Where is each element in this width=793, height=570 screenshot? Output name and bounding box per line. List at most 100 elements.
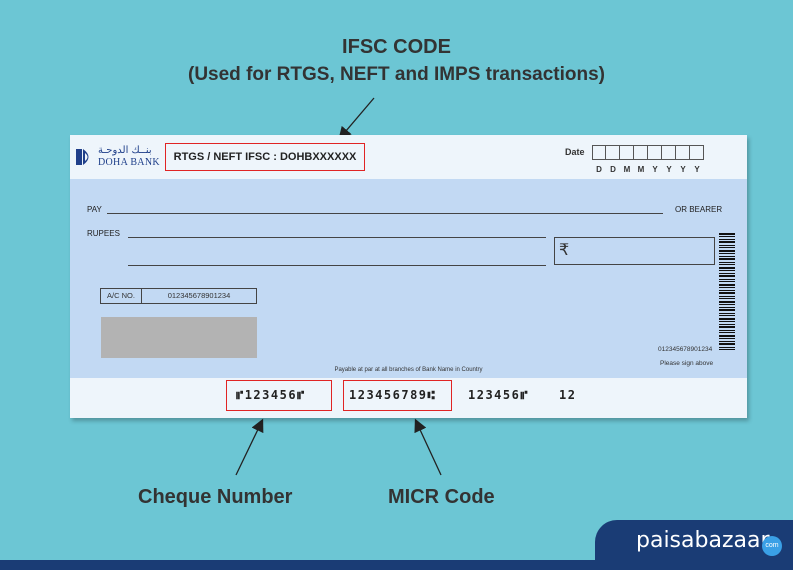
barcode-stripe — [719, 326, 735, 328]
date-box — [606, 145, 620, 160]
barcode-stripe — [719, 343, 735, 345]
barcode-stripe — [719, 341, 735, 342]
micr-cheque-number: ⑈123456⑈ — [236, 388, 306, 402]
cheque-number-label: Cheque Number — [138, 486, 293, 508]
pay-label: PAY — [87, 205, 102, 214]
amount-box: ₹ — [554, 237, 715, 265]
date-format-letter: Y — [666, 165, 672, 174]
date-format-letter: Y — [694, 165, 700, 174]
barcode-stripe — [719, 318, 735, 320]
barcode-stripe — [719, 307, 735, 308]
date-box — [662, 145, 676, 160]
barcode-stripe — [719, 241, 735, 243]
barcode-stripe — [719, 324, 735, 325]
barcode-stripe — [719, 281, 735, 282]
barcode-stripe — [719, 347, 735, 348]
barcode-number: 012345678901234 — [658, 346, 713, 353]
bank-logo-icon — [76, 149, 89, 165]
ifsc-arrow — [338, 97, 375, 140]
date-box — [676, 145, 690, 160]
brand-badge: com — [762, 536, 782, 556]
brand-logo: paisabazaar — [636, 528, 770, 553]
barcode-stripe — [719, 239, 735, 240]
barcode-stripe — [719, 284, 735, 286]
cheque-micr-band — [70, 378, 747, 418]
micr-code-arrow — [414, 418, 442, 476]
date-format-letter: D — [596, 165, 602, 174]
barcode-stripe — [719, 338, 735, 339]
barcode-stripe — [719, 264, 735, 265]
ifsc-title: IFSC CODE — [342, 36, 451, 58]
date-format-letter: Y — [680, 165, 686, 174]
brand-tab — [595, 520, 793, 570]
sign-instruction: Please sign above — [660, 360, 714, 367]
account-number: 012345678901234 — [167, 291, 231, 300]
date-label: Date — [565, 147, 585, 157]
bank-name-arabic: بنــك الدوحـة — [98, 145, 152, 156]
account-label: A/C NO. — [101, 289, 142, 303]
barcode-stripe — [719, 250, 735, 252]
date-box — [648, 145, 662, 160]
barcode-stripe — [719, 309, 735, 311]
micr-transaction-code: 12 — [559, 388, 577, 402]
micr-code-label: MICR Code — [388, 486, 495, 508]
barcode-stripe — [719, 330, 735, 331]
barcode-stripe — [719, 301, 735, 303]
date-format-letter: M — [637, 165, 645, 174]
micr-account-code: 123456⑈ — [468, 388, 530, 402]
barcode-stripe — [719, 292, 735, 294]
micr-code: 123456789⑆ — [349, 388, 437, 402]
barcode-stripe — [719, 256, 735, 257]
amount-words-line-1 — [128, 237, 546, 238]
barcode-stripe — [719, 290, 735, 291]
barcode-stripe — [719, 262, 735, 263]
ifsc-code-box: RTGS / NEFT IFSC : DOHBXXXXXX — [165, 143, 365, 171]
bank-name-english: DOHA BANK — [98, 157, 160, 168]
barcode-stripe — [719, 349, 735, 350]
barcode-stripe — [719, 270, 735, 271]
ifsc-subtitle: (Used for RTGS, NEFT and IMPS transactio… — [188, 64, 605, 85]
date-boxes — [592, 145, 704, 160]
barcode-stripe — [719, 335, 735, 337]
barcode-stripe — [719, 332, 735, 333]
micr-code-highlight — [343, 380, 452, 411]
date-format-letter: D — [610, 165, 616, 174]
barcode-stripe — [719, 245, 735, 246]
barcode-stripe — [719, 298, 735, 299]
date-box — [634, 145, 648, 160]
barcode-stripe — [719, 267, 735, 269]
date-format-letter: M — [623, 165, 631, 174]
barcode-stripe — [719, 279, 735, 280]
rupee-icon: ₹ — [559, 242, 570, 259]
signature-area — [101, 317, 257, 358]
rupees-label: RUPEES — [87, 229, 120, 238]
barcode-icon — [719, 233, 735, 350]
cheque: بنــك الدوحـة DOHA BANK RTGS / NEFT IFSC… — [70, 135, 747, 418]
barcode-stripe — [719, 296, 735, 297]
barcode-stripe — [719, 313, 735, 314]
barcode-stripe — [719, 304, 735, 305]
barcode-stripe — [719, 258, 735, 260]
date-box — [620, 145, 634, 160]
cheque-number-arrow — [235, 418, 264, 476]
amount-words-line-2 — [128, 265, 546, 266]
account-number-field: A/C NO. 012345678901234 — [100, 288, 257, 304]
payable-note: Payable at par at all branches of Bank N… — [334, 367, 483, 373]
brand-bar — [0, 560, 793, 570]
barcode-stripe — [719, 233, 735, 235]
or-bearer-label: OR BEARER — [675, 205, 723, 214]
date-box — [592, 145, 606, 160]
date-format-letter: Y — [652, 165, 658, 174]
barcode-stripe — [719, 253, 735, 254]
barcode-stripe — [719, 321, 735, 322]
barcode-stripe — [719, 247, 735, 248]
cheque-header — [70, 135, 747, 179]
date-format: D D M M Y Y Y Y — [592, 165, 704, 174]
cheque-number-highlight — [226, 380, 332, 411]
barcode-stripe — [719, 275, 735, 277]
barcode-stripe — [719, 315, 735, 316]
barcode-stripe — [719, 236, 735, 237]
barcode-stripe — [719, 273, 735, 274]
date-box — [690, 145, 704, 160]
